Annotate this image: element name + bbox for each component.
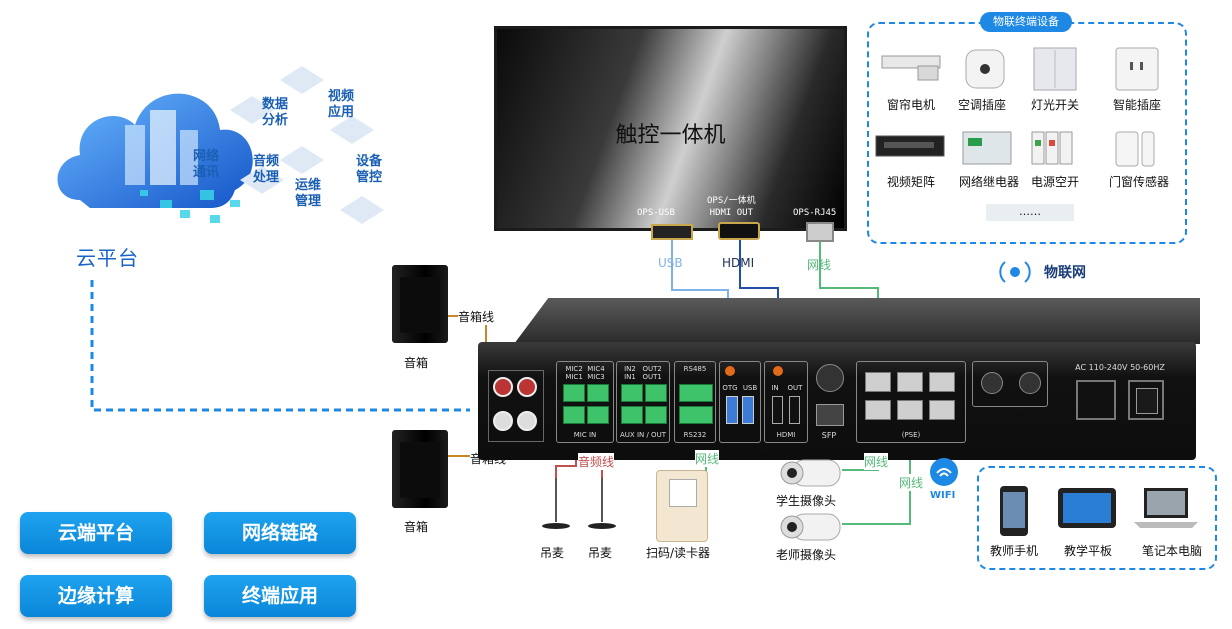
sfp-port: [816, 404, 844, 426]
sfp-label: SFP: [821, 431, 837, 440]
power-socket: [1076, 380, 1116, 420]
aux-module: IN2 OUT2 IN1 OUT1 AUX IN / OUT: [616, 361, 670, 443]
ops-usb-label: OPS-USB: [637, 208, 675, 218]
otg-label: OTG: [722, 384, 738, 392]
cloud-word-network-comm: 网络 通讯: [193, 149, 220, 180]
speaker-2: [392, 430, 448, 508]
reader-line-label: 网线: [695, 450, 720, 467]
speaker-1-caption: 音箱: [404, 356, 429, 370]
tv-rj45-port: [806, 222, 834, 242]
smart-socket-icon: [1115, 47, 1159, 91]
cloud-word-data-analysis: 数据 分析: [262, 97, 289, 128]
door-sensor-icon: [1115, 131, 1155, 167]
cloud-platform-button[interactable]: 云端平台: [20, 512, 172, 554]
curtain-motor-icon: [881, 55, 941, 81]
student-cam-line-label: 网线: [864, 453, 889, 470]
speaker-terminal-panel: [488, 370, 544, 442]
card-reader-caption: 扫码/读卡器: [646, 546, 711, 560]
teaching-tablet-icon: [1058, 488, 1116, 528]
antenna-port: [816, 364, 844, 392]
cloud-platform-title: 云平台: [76, 246, 139, 270]
power-spec-label: AC 110-240V 50-60HZ: [1075, 363, 1165, 372]
usb-module: OTG USB: [719, 361, 761, 443]
iot-more-label: ……: [986, 204, 1074, 221]
iot-device-label: 网络继电器: [958, 175, 1019, 189]
student-camera-icon: [780, 459, 841, 487]
teacher-cam-caption: 老师摄像头: [776, 548, 837, 562]
device-top-cover: [514, 298, 1200, 344]
hdmi-out-label: OUT: [787, 384, 803, 392]
ops-hdmi-label: OPS/一体机 HDMI OUT: [707, 196, 756, 218]
teacher-cam-line-label: 网线: [899, 474, 924, 491]
student-cam-caption: 学生摄像头: [776, 494, 837, 508]
tv-usb-port: [651, 224, 693, 240]
mic-1-caption: 吊麦: [540, 546, 565, 560]
pse-label: (PSE): [901, 431, 921, 439]
usb-port-label: USB: [742, 384, 758, 392]
speaker-line-label-1: 音箱线: [458, 308, 495, 325]
cloud-word-ops: 运维 管理: [295, 178, 322, 209]
power-breaker-icon: [1031, 131, 1073, 165]
light-switch-icon: [1033, 47, 1077, 91]
terminal-caption: 教师手机: [989, 544, 1038, 558]
pse-ethernet-module: (PSE): [856, 361, 966, 443]
speaker-2-caption: 音箱: [404, 520, 429, 534]
mic-in-foot-label: MIC IN: [573, 431, 597, 439]
rs485-module: RS485 RS232: [674, 361, 716, 443]
tv-hdmi-port: [718, 222, 760, 240]
touch-display: 触控一体机 OPS-USB OPS/一体机 HDMI OUT OPS-RJ45: [494, 26, 847, 231]
video-matrix-icon: [875, 135, 945, 157]
terminals-box: [977, 466, 1217, 570]
terminal-app-button[interactable]: 终端应用: [204, 575, 356, 617]
iot-device-label: 智能插座: [1112, 98, 1161, 112]
ops-rj45-label: OPS-RJ45: [793, 208, 837, 218]
wifi-icon: [930, 458, 958, 486]
edge-computing-button[interactable]: 边缘计算: [20, 575, 172, 617]
iot-box-title: 物联终端设备: [980, 12, 1072, 32]
iot-device-label: 视频矩阵: [886, 175, 935, 189]
aux-foot-label: AUX IN / OUT: [620, 431, 666, 439]
hdmi-link-label: HDMI: [722, 256, 755, 270]
teacher-phone-icon: [1000, 486, 1028, 536]
rs232-label: RS232: [683, 431, 707, 439]
iot-device-label: 门窗传感器: [1108, 175, 1169, 189]
cloud-word-audio-proc: 音频 处理: [253, 154, 280, 185]
wifi-label: WIFI: [930, 490, 956, 501]
cloud-graphic: [40, 50, 420, 250]
ac-socket-icon: [965, 49, 1005, 89]
iot-device-label: 电源空开: [1030, 175, 1079, 189]
speaker-1: [392, 265, 448, 343]
cloud-word-video-apps: 视频 应用: [328, 89, 355, 120]
aux-label: IN2 OUT2 IN1 OUT1: [624, 365, 662, 381]
terminal-caption: 笔记本电脑: [1141, 544, 1202, 558]
touch-display-title: 触控一体机: [615, 123, 726, 148]
laptop-icon: [1134, 488, 1198, 528]
iot-device-label: 空调插座: [957, 98, 1006, 112]
iot-device-label: 灯光开关: [1030, 98, 1079, 112]
hdmi-module: IN OUT HDMI: [764, 361, 808, 443]
cloud-word-device-mgmt: 设备 管控: [356, 154, 383, 185]
hdmi-in-label: IN: [771, 384, 779, 392]
iot-logo-icon: [999, 261, 1031, 283]
network-link-button[interactable]: 网络链路: [204, 512, 356, 554]
hanging-mics-icon: [542, 478, 616, 529]
terminal-caption: 教学平板: [1063, 544, 1112, 558]
iot-device-label: 窗帘电机: [886, 98, 935, 112]
network-relay-icon: [962, 131, 1012, 165]
teacher-camera-icon: [780, 513, 841, 541]
iot-brand-label: 物联网: [1044, 265, 1086, 281]
mic-in-label: MIC2 MIC4 MIC1 MIC3: [565, 365, 605, 381]
card-reader: [656, 470, 708, 542]
teacher-cam-line: [842, 432, 911, 525]
cloud-icon: [57, 66, 384, 224]
usb-link-label: USB: [658, 256, 683, 270]
rs485-label: RS485: [683, 365, 707, 373]
audio-line-label: 音频线: [578, 453, 615, 470]
wifi-antenna-module: [972, 361, 1048, 407]
net-link-label: 网线: [807, 258, 832, 272]
power-switch[interactable]: [1128, 380, 1164, 420]
mic-2-caption: 吊麦: [588, 546, 613, 560]
mic-in-module: MIC2 MIC4 MIC1 MIC3 MIC IN: [556, 361, 614, 443]
hdmi-foot-label: HDMI: [776, 431, 796, 439]
